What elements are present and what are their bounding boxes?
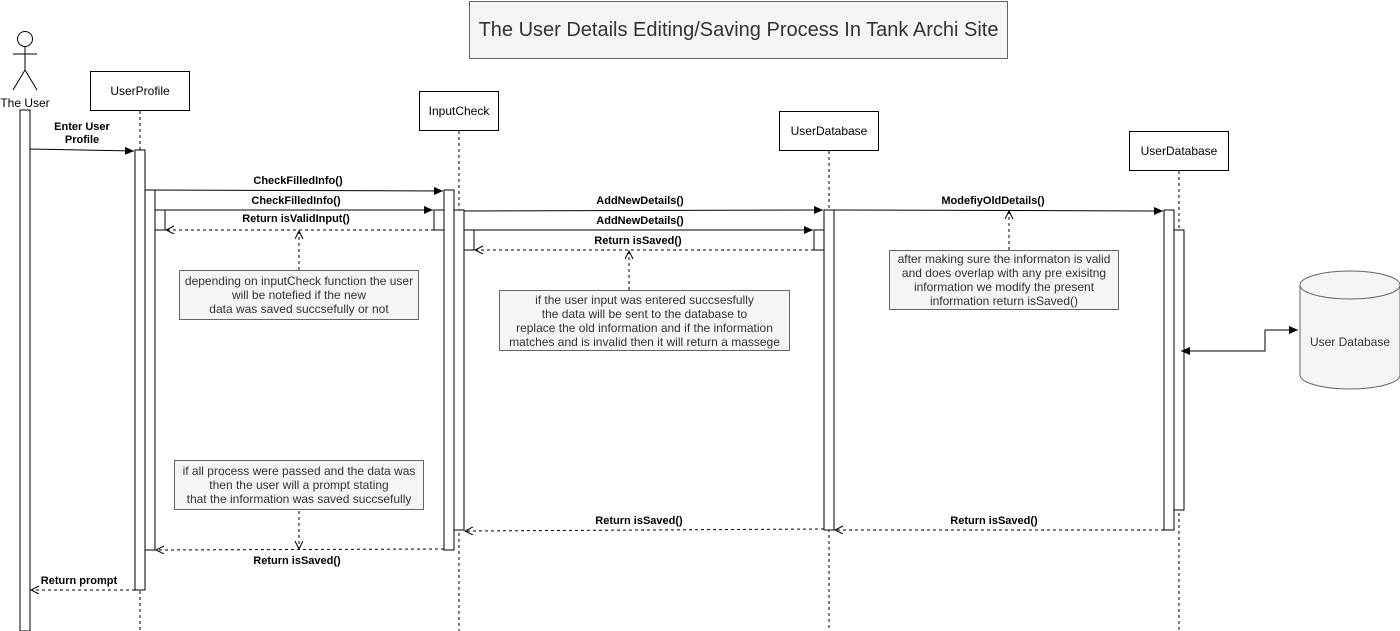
database-connector xyxy=(1185,326,1298,352)
userprofile-activation-3 xyxy=(154,209,166,231)
note-validation: after making sure the informaton is vali… xyxy=(889,250,1119,310)
msg-return-valid-label: Return isValidInput() xyxy=(242,213,350,225)
msg-add-new-1-label: AddNewDetails() xyxy=(596,195,684,207)
lifeline-header-userprofile: UserProfile xyxy=(90,71,190,111)
msg-modify-old-label: ModefiyOldDetails() xyxy=(941,195,1045,207)
lifeline-header-inputcheck: InputCheck xyxy=(419,91,499,131)
msg-check-filled-2-label: CheckFilledInfo() xyxy=(251,195,341,207)
return-saved-up-arrow xyxy=(156,549,445,550)
lifeline-header-userdatabase-1: UserDatabase xyxy=(779,111,879,151)
msg-add-new-2-label: AddNewDetails() xyxy=(596,215,684,227)
msg-add-new-1-arrow xyxy=(463,206,824,215)
msg-return-saved-up-label: Return isSaved() xyxy=(253,555,341,567)
actor-name: The User xyxy=(0,96,50,110)
user-actor-icon xyxy=(12,31,38,91)
msg-check-filled-1-label: CheckFilledInfo() xyxy=(253,175,343,187)
userdatabase2-activation-2 xyxy=(1173,229,1185,511)
return-saved-ic-arrow xyxy=(465,529,825,531)
userdatabase1-activation-2 xyxy=(813,229,825,251)
msg-enter-profile-label: Enter User Profile xyxy=(54,121,110,146)
note-input-sent: if the user input was entered succsesful… xyxy=(499,290,790,351)
userprofile-activation-2 xyxy=(144,189,156,551)
msg-enter-profile-arrow xyxy=(29,146,135,155)
msg-return-saved-db2-label: Return isSaved() xyxy=(950,515,1038,527)
note-prompt: if all process were passed and the data … xyxy=(174,460,424,510)
diagram-title: The User Details Editing/Saving Process … xyxy=(469,1,1008,59)
inputcheck-activation-2 xyxy=(433,209,445,231)
lifeline-header-userdatabase-2: UserDatabase xyxy=(1129,131,1229,171)
msg-check-filled-1-arrow xyxy=(144,186,444,195)
user-database-icon xyxy=(1299,270,1400,390)
msg-return-saved-db1-label: Return isSaved() xyxy=(594,235,682,247)
msg-modify-old-arrow xyxy=(833,206,1164,215)
msg-return-saved-ic-label: Return isSaved() xyxy=(595,515,683,527)
inputcheck-activation-3 xyxy=(453,209,465,531)
userprofile-activation xyxy=(134,149,146,591)
userdatabase2-activation xyxy=(1163,209,1175,531)
note-notify: depending on inputCheck function the use… xyxy=(179,270,419,320)
inputcheck-activation xyxy=(443,189,455,551)
user-database-label: User Database xyxy=(1309,335,1391,349)
userdatabase1-activation xyxy=(823,209,835,531)
user-activation xyxy=(19,109,31,631)
msg-return-prompt-label: Return prompt xyxy=(40,575,118,587)
inputcheck-activation-4 xyxy=(463,229,475,251)
